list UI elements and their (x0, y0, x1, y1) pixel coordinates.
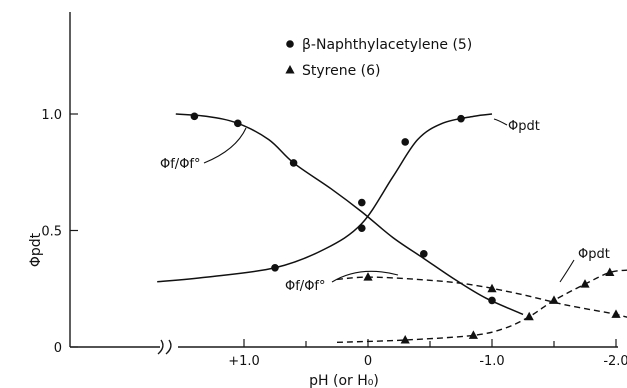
series-annotation-3: Φpdt (578, 247, 610, 262)
annotation-leader-1 (493, 118, 508, 126)
curves (157, 113, 627, 344)
annotation-leader-0 (203, 127, 247, 164)
data-points (190, 112, 621, 344)
axes: 0 0.5 1.0 +1.0 0 -1.0 -2.0 pH (or H₀) Φpdt (28, 12, 627, 388)
data-point-triangle (400, 335, 410, 344)
data-point-circle (358, 198, 366, 207)
y-tick-label: 0 (54, 341, 62, 356)
x-tick-label: -1.0 (479, 354, 504, 369)
y-axis-label: Φpdt (28, 232, 44, 267)
data-point-triangle (611, 309, 621, 318)
legend: β-Naphthylacetylene (5) Styrene (6) (285, 37, 472, 79)
x-axis-label: pH (or H₀) (309, 373, 379, 388)
data-point-triangle (549, 295, 559, 304)
data-point-triangle (468, 330, 478, 339)
data-point-triangle (524, 311, 534, 321)
data-point-circle (401, 138, 410, 146)
legend-marker-triangle (285, 65, 295, 74)
annotation-leader-3 (559, 259, 575, 283)
data-point-circle (457, 114, 465, 123)
axis-break-mark (157, 339, 172, 355)
legend-entry-0: β-Naphthylacetylene (5) (302, 37, 472, 53)
series-annotation-2: Φf/Φf° (285, 279, 326, 294)
y-tick-label: 1.0 (41, 108, 62, 123)
data-point-triangle (605, 267, 615, 276)
data-point-circle (289, 159, 298, 167)
data-point-circle (488, 296, 496, 305)
legend-entry-1: Styrene (6) (302, 63, 381, 79)
data-point-circle (420, 250, 428, 258)
series-curve-1 (157, 113, 493, 283)
data-point-circle (358, 224, 366, 232)
y-tick-label: 0.5 (41, 225, 62, 240)
data-point-triangle (580, 279, 590, 288)
data-point-circle (271, 263, 279, 272)
x-tick-label: 0 (364, 354, 372, 369)
data-point-circle (190, 112, 199, 121)
series-annotation-1: Φpdt (508, 119, 540, 134)
series-curve-3 (336, 269, 627, 344)
data-point-triangle (363, 272, 373, 281)
data-point-circle (234, 119, 242, 128)
data-point-triangle (487, 283, 497, 293)
x-tick-label: -2.0 (603, 354, 627, 369)
legend-marker-circle (286, 40, 294, 48)
x-tick-label: +1.0 (228, 354, 260, 369)
annotation-leader-2 (331, 270, 399, 283)
series-annotation-0: Φf/Φf° (160, 157, 201, 172)
